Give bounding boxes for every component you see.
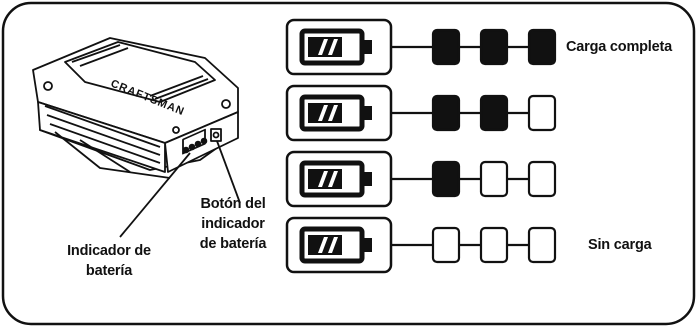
- button-leader-line: [216, 140, 241, 204]
- led-segment-lit: [431, 28, 461, 66]
- led-segment-lit: [479, 94, 509, 132]
- button-callout-label: Botón del indicador de batería: [200, 194, 267, 254]
- indicator-leader-line: [119, 152, 191, 238]
- battery-icon: [299, 160, 372, 198]
- battery-icon: [299, 94, 372, 132]
- charge-level-row: [285, 150, 557, 208]
- battery-icon: [299, 226, 372, 264]
- led-segment-off: [479, 160, 509, 198]
- charge-level-row: [285, 18, 557, 76]
- charge-level-row: [285, 216, 557, 274]
- indicator-callout-line-2: batería: [85, 263, 133, 279]
- tool-battery-pack-icon: [32, 37, 239, 179]
- indicator-callout-line-1: Indicador de: [67, 243, 151, 259]
- led-segment-lit: [479, 28, 509, 66]
- led-segment-off: [527, 226, 557, 264]
- led-segment-lit: [431, 94, 461, 132]
- led-segment-lit: [431, 160, 461, 198]
- led-segment-off: [479, 226, 509, 264]
- led-segment-off: [527, 160, 557, 198]
- led-segment-off: [431, 226, 461, 264]
- led-segment-lit: [527, 28, 557, 66]
- button-callout-line-3: de batería: [199, 236, 267, 252]
- charge-level-row: [285, 84, 557, 142]
- battery-icon: [299, 28, 372, 66]
- level-label-empty: Sin carga: [588, 237, 652, 253]
- level-label-full: Carga completa: [566, 39, 672, 55]
- charge-level-rows: [285, 18, 557, 274]
- led-segment-off: [527, 94, 557, 132]
- button-callout-line-1: Botón del: [200, 196, 266, 212]
- button-callout-line-2: indicador: [201, 216, 265, 232]
- indicator-callout-label: Indicador de batería: [67, 241, 151, 281]
